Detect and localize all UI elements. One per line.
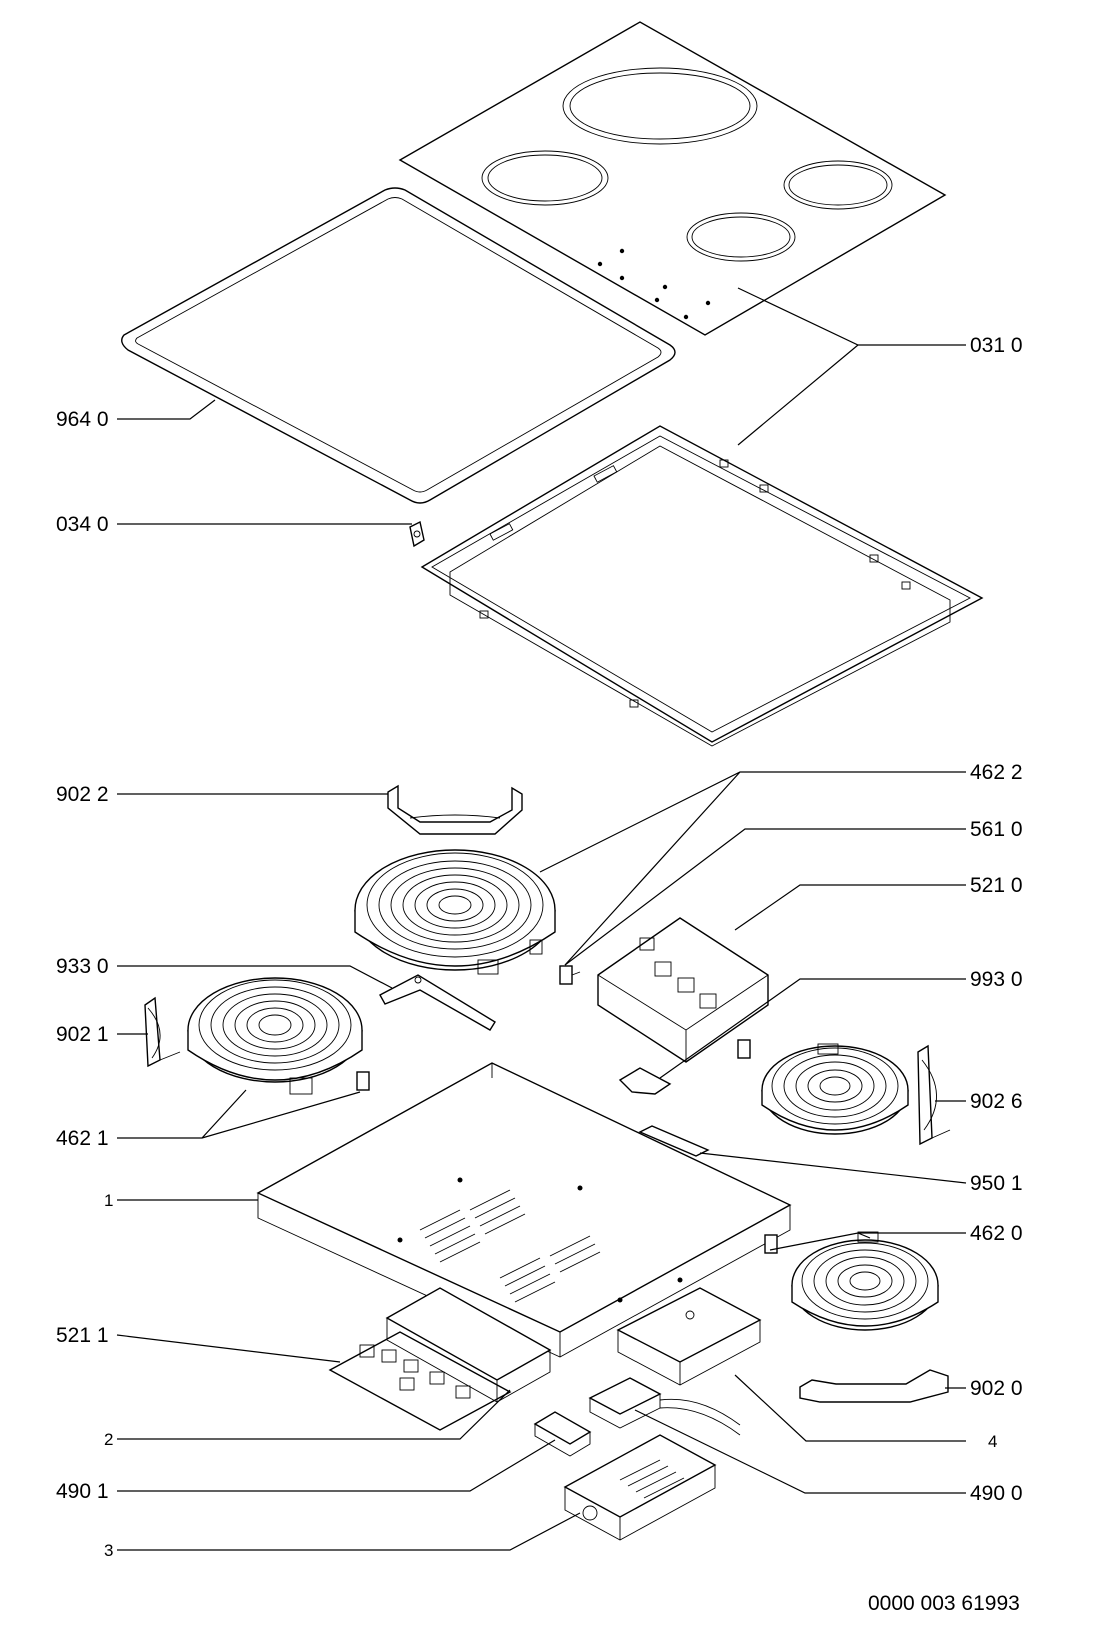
right-radiant-heater — [761, 1043, 909, 1135]
small-radiant-heater — [791, 1231, 939, 1331]
control-box-521-0 — [597, 917, 769, 1063]
label-462-2: 462 2 — [970, 761, 1023, 784]
cooktop-frame — [420, 425, 984, 747]
label-902-2: 902 2 — [56, 783, 109, 806]
label-462-0: 462 0 — [970, 1222, 1023, 1245]
thermostat-right-upper — [737, 1039, 751, 1059]
part-490-1 — [533, 1411, 592, 1457]
label-902-1: 902 1 — [56, 1023, 109, 1046]
glass-cooktop-panel — [398, 21, 947, 336]
label-462-1: 462 1 — [56, 1127, 109, 1150]
label-2: 2 — [104, 1430, 113, 1449]
label-490-1: 490 1 — [56, 1480, 109, 1503]
label-561-0: 561 0 — [970, 818, 1023, 841]
thermostat-462-2 — [559, 965, 581, 985]
leader-lines — [116, 287, 967, 1551]
label-3: 3 — [104, 1541, 113, 1560]
frame-clip — [409, 520, 425, 548]
bracket-902-0 — [799, 1369, 949, 1403]
label-950-1: 950 1 — [970, 1172, 1023, 1195]
bracket-902-2 — [387, 784, 523, 835]
bracket-993-0 — [618, 1067, 672, 1095]
vent-slots — [419, 1189, 601, 1303]
label-521-0: 521 0 — [970, 874, 1023, 897]
clip-933-0 — [379, 974, 496, 1031]
housing-4 — [616, 1287, 762, 1386]
thermostat-462-0 — [764, 1234, 778, 1254]
part-labels: 031 0 964 0 034 0 902 2 462 2 561 0 521 … — [56, 334, 1023, 1560]
strip-950-1 — [638, 1125, 710, 1157]
gasket-seal — [121, 187, 676, 504]
frame-slots — [479, 459, 911, 708]
box-3 — [563, 1434, 717, 1541]
label-902-0: 902 0 — [970, 1377, 1023, 1400]
label-993-0: 993 0 — [970, 968, 1023, 991]
label-1: 1 — [104, 1191, 113, 1210]
label-902-6: 902 6 — [970, 1090, 1023, 1113]
bracket-902-1 — [144, 996, 181, 1068]
label-521-1: 521 1 — [56, 1324, 109, 1347]
thermostat-462-1 — [356, 1071, 370, 1091]
bracket-902-6 — [917, 1044, 951, 1146]
label-4: 4 — [988, 1432, 997, 1451]
label-031-0: 031 0 — [970, 334, 1023, 357]
label-490-0: 490 0 — [970, 1482, 1023, 1505]
control-dots — [597, 248, 711, 320]
left-radiant-heater — [187, 977, 363, 1095]
base-tray — [256, 1062, 792, 1358]
label-964-0: 964 0 — [56, 408, 109, 431]
connector-490-0 — [588, 1377, 741, 1436]
label-034-0: 034 0 — [56, 513, 109, 536]
pcb-521-1 — [328, 1331, 512, 1431]
drawing-code: 0000 003 61993 — [868, 1592, 1020, 1615]
large-radiant-heater — [354, 849, 556, 975]
label-933-0: 933 0 — [56, 955, 109, 978]
